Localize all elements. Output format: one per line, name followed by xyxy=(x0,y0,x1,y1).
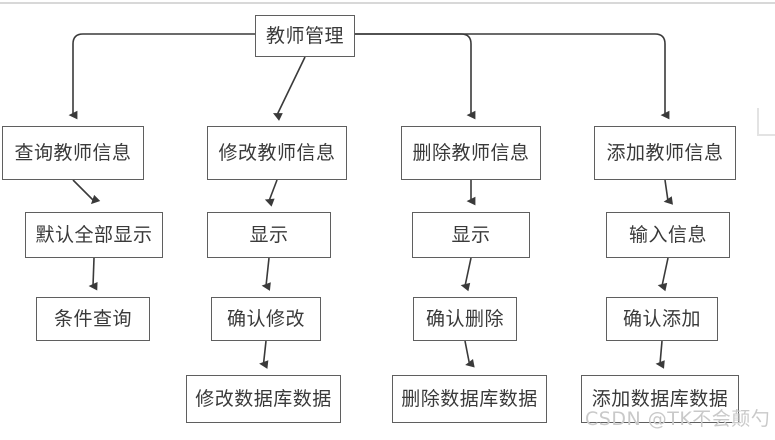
node-add-confirm-label: 确认添加 xyxy=(622,307,701,330)
node-delete-confirm-label: 确认删除 xyxy=(425,307,504,330)
edge-modify-confirm-to-modify-db xyxy=(259,340,269,369)
node-modify-info-label: 修改教师信息 xyxy=(218,141,336,164)
csdn-watermark: CSDN @TK不会颠勺 xyxy=(585,408,771,430)
node-delete-db-label: 删除数据库数据 xyxy=(401,387,538,410)
node-default-all-label: 默认全部显示 xyxy=(35,223,153,246)
node-add-input[interactable]: 输入信息 xyxy=(606,212,730,258)
node-cond-query-label: 条件查询 xyxy=(53,307,132,330)
node-modify-info[interactable]: 修改教师信息 xyxy=(207,126,347,180)
edge-default-all-to-cond-query xyxy=(88,257,98,291)
node-modify-show-label: 显示 xyxy=(249,223,289,246)
page-corner-artifact xyxy=(757,108,775,136)
node-add-db-label: 添加数据库数据 xyxy=(591,387,729,410)
edge-root-to-delete-info xyxy=(355,33,476,120)
node-delete-db[interactable]: 删除数据库数据 xyxy=(392,375,547,423)
node-add-confirm[interactable]: 确认添加 xyxy=(606,297,718,341)
edge-add-info-to-add-input xyxy=(663,179,673,205)
node-modify-db[interactable]: 修改数据库数据 xyxy=(186,375,341,423)
node-cond-query[interactable]: 条件查询 xyxy=(36,297,150,341)
node-modify-db-label: 修改数据库数据 xyxy=(195,387,332,410)
edge-add-input-to-add-confirm xyxy=(657,257,669,292)
edge-root-to-query-info xyxy=(68,33,255,120)
edge-modify-show-to-modify-confirm xyxy=(261,257,271,291)
edge-root-to-modify-info xyxy=(272,56,306,121)
edge-delete-confirm-to-delete-db xyxy=(464,340,475,368)
node-add-info[interactable]: 添加教师信息 xyxy=(594,126,736,180)
node-modify-confirm-label: 确认修改 xyxy=(226,307,305,330)
node-delete-info[interactable]: 删除教师信息 xyxy=(401,126,541,180)
node-default-all[interactable]: 默认全部显示 xyxy=(25,212,163,258)
node-query-info[interactable]: 查询教师信息 xyxy=(2,126,144,180)
node-query-info-label: 查询教师信息 xyxy=(14,141,132,164)
node-delete-show-label: 显示 xyxy=(451,223,491,246)
node-add-db[interactable]: 添加数据库数据 xyxy=(581,375,739,423)
edge-query-info-to-default-all xyxy=(72,179,101,205)
node-modify-show[interactable]: 显示 xyxy=(207,212,331,258)
node-modify-confirm[interactable]: 确认修改 xyxy=(211,297,321,341)
node-add-input-label: 输入信息 xyxy=(628,223,707,246)
edge-delete-show-to-delete-confirm xyxy=(460,257,472,292)
top-divider-rule xyxy=(0,2,775,4)
edge-modify-info-to-modify-show xyxy=(264,179,278,207)
node-root[interactable]: 教师管理 xyxy=(255,15,355,57)
edge-root-to-add-info xyxy=(355,33,670,120)
node-add-info-label: 添加教师信息 xyxy=(606,141,724,164)
node-delete-confirm[interactable]: 确认删除 xyxy=(413,297,517,341)
node-root-label: 教师管理 xyxy=(265,24,344,47)
node-delete-show[interactable]: 显示 xyxy=(412,212,530,258)
node-delete-info-label: 删除教师信息 xyxy=(412,141,530,164)
edge-add-confirm-to-add-db xyxy=(655,340,665,369)
